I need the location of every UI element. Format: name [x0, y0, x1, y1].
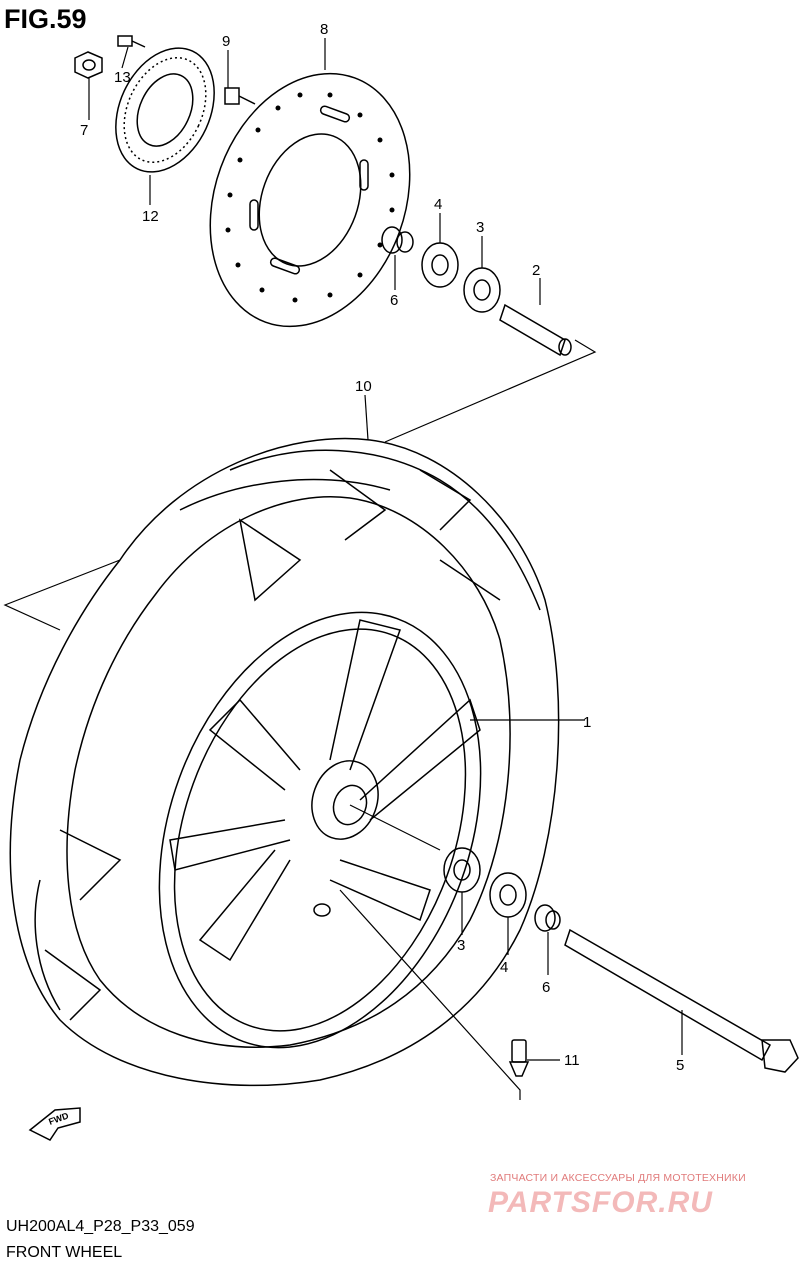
bearing-bottom-2: [489, 872, 527, 918]
bearing-top: [421, 242, 459, 288]
callout-8: 8: [320, 21, 328, 38]
nut: [74, 51, 103, 79]
callout-10: 10: [355, 378, 372, 395]
callout-4b: 4: [500, 959, 508, 976]
bearing-top-2: [463, 267, 501, 313]
wheel-rim: [158, 611, 482, 1049]
callout-13: 13: [114, 69, 131, 86]
callout-11: 11: [564, 1052, 580, 1069]
callout-1: 1: [583, 714, 591, 731]
collar-bottom: [534, 904, 561, 932]
watermark-logo: PARTSFOR.RU: [488, 1186, 713, 1219]
callout-5: 5: [676, 1057, 684, 1074]
watermark-tagline: ЗАПЧАСТИ И АКСЕССУАРЫ ДЛЯ МОТОТЕХНИКИ: [490, 1172, 746, 1184]
figure-code: UH200AL4_P28_P33_059: [6, 1218, 195, 1235]
callout-2: 2: [532, 262, 540, 279]
callout-3a: 3: [476, 219, 484, 236]
collar-top: [381, 226, 414, 254]
spacer: [499, 303, 572, 357]
callout-4a: 4: [434, 196, 442, 213]
callout-6b: 6: [542, 979, 550, 996]
axle: [564, 928, 799, 1073]
callout-7: 7: [80, 122, 88, 139]
callout-3b: 3: [457, 937, 465, 954]
valve: [508, 1039, 530, 1077]
callout-labels: 1 2 3 3 4 4 5 6 6 7 8 9 10 11 12 13: [80, 21, 684, 1074]
callout-6a: 6: [390, 292, 398, 309]
figure-name: FRONT WHEEL: [6, 1244, 123, 1261]
callout-12: 12: [142, 208, 159, 225]
figure-title: FIG.59: [4, 4, 87, 34]
tire: [9, 437, 560, 1087]
disc-bolt: [224, 87, 256, 105]
fwd-arrow-icon: FWD: [28, 1107, 81, 1141]
callout-9: 9: [222, 33, 230, 50]
rotor-bolt: [117, 35, 146, 48]
brake-disc: [209, 72, 411, 328]
sensor-rotor: [115, 47, 215, 173]
leader-lines: [3, 38, 683, 1100]
